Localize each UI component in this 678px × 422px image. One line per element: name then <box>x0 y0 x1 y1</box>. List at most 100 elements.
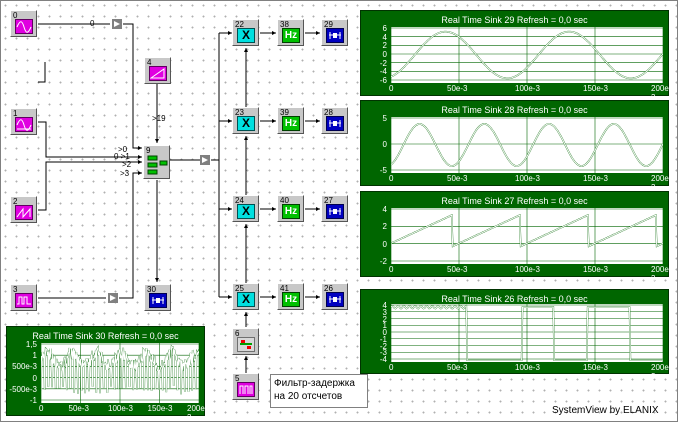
source-block-2[interactable]: 2 <box>10 196 37 223</box>
sine-source-icon <box>15 19 33 34</box>
sink-27-plot-panel[interactable]: Real Time Sink 27 Refresh = 0,0 sec420-2… <box>360 191 669 277</box>
freq-block-38[interactable]: 38Hz <box>277 19 304 46</box>
chart-plot-area <box>391 208 663 264</box>
ramp-source-icon <box>149 66 167 81</box>
sink-icon <box>326 116 344 131</box>
gain-block-0[interactable] <box>112 19 122 29</box>
multiply-block-23[interactable]: 23X <box>232 107 259 134</box>
x-tick-label: 0 <box>389 363 393 372</box>
gain-block-3[interactable] <box>108 293 118 303</box>
wire-label-ctrl: >19 <box>152 114 166 123</box>
y-tick-label: -5 <box>380 166 387 175</box>
wire-label-mux3: >3 <box>120 169 129 178</box>
multiply-block-24[interactable]: 24X <box>232 195 259 222</box>
x-tick-label: 0 <box>389 174 393 183</box>
y-tick-label: 2 <box>383 41 387 50</box>
freq-block-39[interactable]: 39Hz <box>277 107 304 134</box>
sink-26-plot-panel[interactable]: Real Time Sink 26 Refresh = 0,0 sec43210… <box>360 289 669 374</box>
chart-title: Real Time Sink 29 Refresh = 0,0 sec <box>361 15 668 25</box>
sine-source-icon <box>15 117 33 132</box>
chart-title: Real Time Sink 27 Refresh = 0,0 sec <box>361 196 668 206</box>
y-tick-label: 1 <box>33 351 37 360</box>
mux-block-9[interactable]: 9 <box>143 145 170 179</box>
filter-block-6[interactable]: 6 <box>232 328 259 355</box>
x-tick-label: 50e-3 <box>69 404 89 413</box>
switch-icon <box>144 146 170 179</box>
app-credit: SystemView by ELANIX <box>552 405 659 416</box>
chart-plot-area <box>391 117 663 173</box>
frequency-icon: Hz <box>282 28 300 43</box>
x-tick-label: 50e-3 <box>447 84 467 93</box>
x-tick-label: 0 <box>389 265 393 274</box>
sink-block-26[interactable]: 26 <box>321 283 348 310</box>
wire-label-mux2: >2 <box>122 160 131 169</box>
chart-svg <box>391 117 663 173</box>
x-tick-label: 0 <box>389 84 393 93</box>
y-tick-label: -6 <box>380 76 387 85</box>
freq-block-40[interactable]: 40Hz <box>277 195 304 222</box>
chart-plot-area <box>41 343 199 403</box>
chart-title: Real Time Sink 28 Refresh = 0,0 sec <box>361 105 668 115</box>
sink-icon <box>326 204 344 219</box>
x-tick-label: 200e-3 <box>651 265 671 283</box>
x-tick-label: 150e-3 <box>583 265 608 274</box>
x-tick-label: 100e-3 <box>515 84 540 93</box>
y-tick-label: 4 <box>383 33 387 42</box>
multiply-icon: X <box>237 116 255 131</box>
multiply-block-22[interactable]: 22X <box>232 19 259 46</box>
sink-29-plot-panel[interactable]: Real Time Sink 29 Refresh = 0,0 sec6420-… <box>360 10 669 96</box>
chart-plot-area <box>391 27 663 83</box>
x-tick-label: 150e-3 <box>583 363 608 372</box>
y-tick-label: -500e-3 <box>9 385 37 394</box>
sink-30-plot-panel[interactable]: Real Time Sink 30 Refresh = 0,0 sec1,515… <box>6 326 205 416</box>
x-tick-label: 200e-3 <box>187 404 207 422</box>
y-tick-label: 6 <box>383 24 387 33</box>
y-tick-label: -4 <box>380 67 387 76</box>
y-tick-label: 0 <box>383 140 387 149</box>
sink-icon <box>149 293 167 308</box>
x-tick-label: 150e-3 <box>148 404 173 413</box>
frequency-icon: Hz <box>282 292 300 307</box>
x-tick-label: 50e-3 <box>447 363 467 372</box>
y-tick-label: -4 <box>380 355 387 364</box>
source-block-3[interactable]: 3 <box>10 284 37 311</box>
y-tick-label: 0 <box>33 374 37 383</box>
sink-block-27[interactable]: 27 <box>321 195 348 222</box>
y-tick-label: -2 <box>380 257 387 266</box>
chart-title: Real Time Sink 26 Refresh = 0,0 sec <box>361 294 668 304</box>
source-block-1[interactable]: 1 <box>10 108 37 135</box>
multiply-icon: X <box>237 28 255 43</box>
frequency-icon: Hz <box>282 116 300 131</box>
y-tick-label: 1,5 <box>26 340 37 349</box>
x-tick-label: 100e-3 <box>515 363 540 372</box>
x-tick-label: 200e-3 <box>651 174 671 192</box>
x-tick-label: 100e-3 <box>515 174 540 183</box>
sink-block-30[interactable]: 30 <box>144 284 171 311</box>
sink-28-plot-panel[interactable]: Real Time Sink 28 Refresh = 0,0 sec50-50… <box>360 100 669 186</box>
multiply-block-25[interactable]: 25X <box>232 283 259 310</box>
frequency-icon: Hz <box>282 204 300 219</box>
y-tick-label: -1 <box>30 396 37 405</box>
chart-svg <box>391 304 663 362</box>
y-tick-label: 0 <box>383 50 387 59</box>
x-tick-label: 200e-3 <box>651 363 671 381</box>
sink-icon <box>326 292 344 307</box>
filter-note: Фильтр-задержкана 20 отсчетов <box>270 374 368 408</box>
source-block-0[interactable]: 0 <box>10 10 37 37</box>
x-tick-label: 150e-3 <box>583 84 608 93</box>
x-tick-label: 50e-3 <box>447 174 467 183</box>
gain-block-mux[interactable] <box>200 155 210 165</box>
sink-block-29[interactable]: 29 <box>321 19 348 46</box>
x-tick-label: 150e-3 <box>583 174 608 183</box>
delay-filter-icon <box>237 337 255 352</box>
y-tick-label: 0 <box>383 240 387 249</box>
source-block-4[interactable]: 4 <box>144 57 171 84</box>
sink-block-28[interactable]: 28 <box>321 107 348 134</box>
source-block-5[interactable]: 5 <box>232 373 259 400</box>
chart-plot-area <box>391 304 663 362</box>
wire-label-gain: 0 <box>90 19 94 28</box>
x-tick-label: 100e-3 <box>108 404 133 413</box>
pulse-source-icon <box>15 293 33 308</box>
pulse-train-icon <box>237 382 255 397</box>
freq-block-41[interactable]: 41Hz <box>277 283 304 310</box>
